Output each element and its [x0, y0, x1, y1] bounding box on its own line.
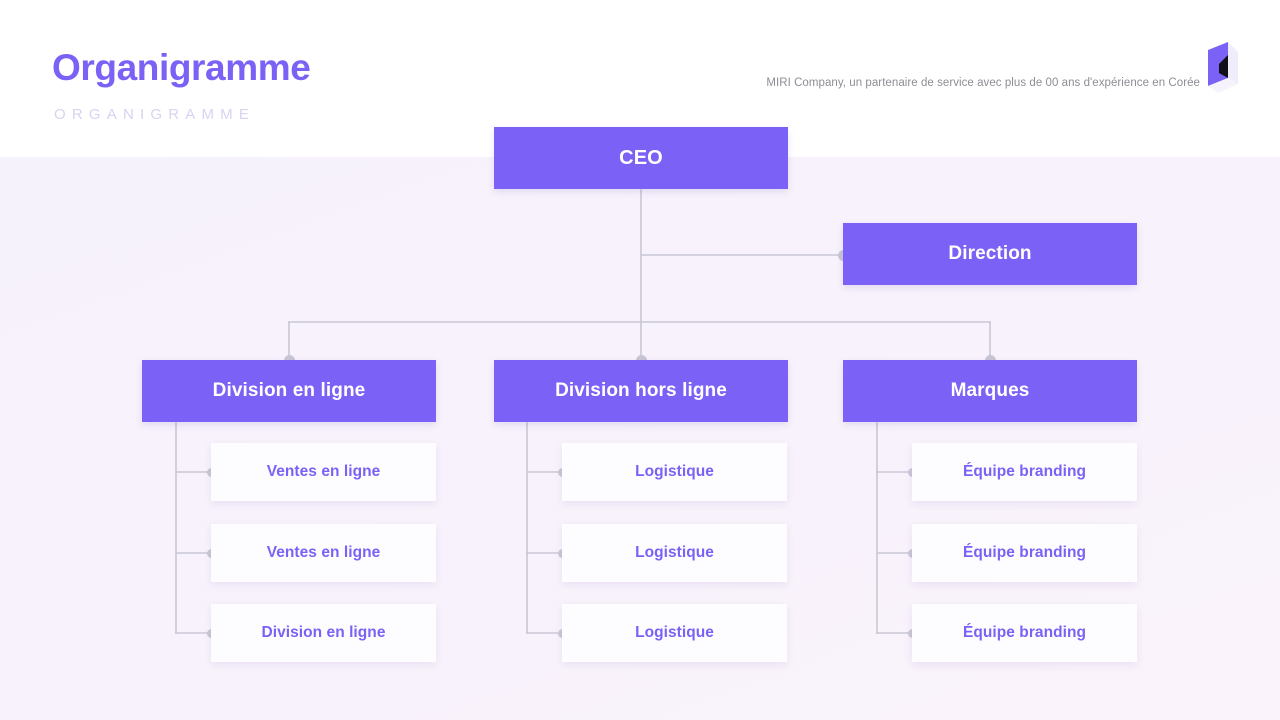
org-leaf-2-0[interactable]: Équipe branding	[912, 443, 1137, 501]
org-node-division-hors-ligne[interactable]: Division hors ligne	[494, 360, 788, 422]
org-leaf-0-0-label: Ventes en ligne	[266, 463, 381, 480]
org-node-marques-label: Marques	[950, 380, 1030, 401]
org-node-direction-label: Direction	[948, 243, 1032, 264]
cube-logo-icon	[1194, 42, 1240, 94]
org-leaf-1-0-label: Logistique	[635, 463, 714, 480]
org-leaf-2-0-label: Équipe branding	[962, 463, 1087, 480]
org-leaf-0-2-label: Division en ligne	[261, 624, 386, 641]
org-node-marques[interactable]: Marques	[843, 360, 1137, 422]
page-subtitle: ORGANIGRAMME	[54, 106, 256, 123]
org-node-division-en-ligne[interactable]: Division en ligne	[142, 360, 436, 422]
page-title: Organigramme	[52, 47, 311, 88]
org-node-division-en-ligne-label: Division en ligne	[212, 380, 366, 401]
org-leaf-2-2[interactable]: Équipe branding	[912, 604, 1137, 662]
org-leaf-1-1[interactable]: Logistique	[562, 524, 787, 582]
org-node-ceo-label: CEO	[619, 146, 663, 169]
org-leaf-1-2-label: Logistique	[635, 624, 714, 641]
org-node-direction[interactable]: Direction	[843, 223, 1137, 285]
org-leaf-1-1-label: Logistique	[635, 544, 714, 561]
org-leaf-2-1-label: Équipe branding	[962, 544, 1087, 561]
org-node-division-hors-ligne-label: Division hors ligne	[555, 380, 727, 401]
org-leaf-2-2-label: Équipe branding	[962, 624, 1087, 641]
org-leaf-1-0[interactable]: Logistique	[562, 443, 787, 501]
org-leaf-1-2[interactable]: Logistique	[562, 604, 787, 662]
org-node-ceo[interactable]: CEO	[494, 127, 788, 189]
org-leaf-0-1-label: Ventes en ligne	[266, 544, 381, 561]
org-leaf-0-0[interactable]: Ventes en ligne	[211, 443, 436, 501]
company-tagline: MIRI Company, un partenaire de service a…	[766, 77, 1200, 89]
org-leaf-0-1[interactable]: Ventes en ligne	[211, 524, 436, 582]
org-leaf-0-2[interactable]: Division en ligne	[211, 604, 436, 662]
org-leaf-2-1[interactable]: Équipe branding	[912, 524, 1137, 582]
